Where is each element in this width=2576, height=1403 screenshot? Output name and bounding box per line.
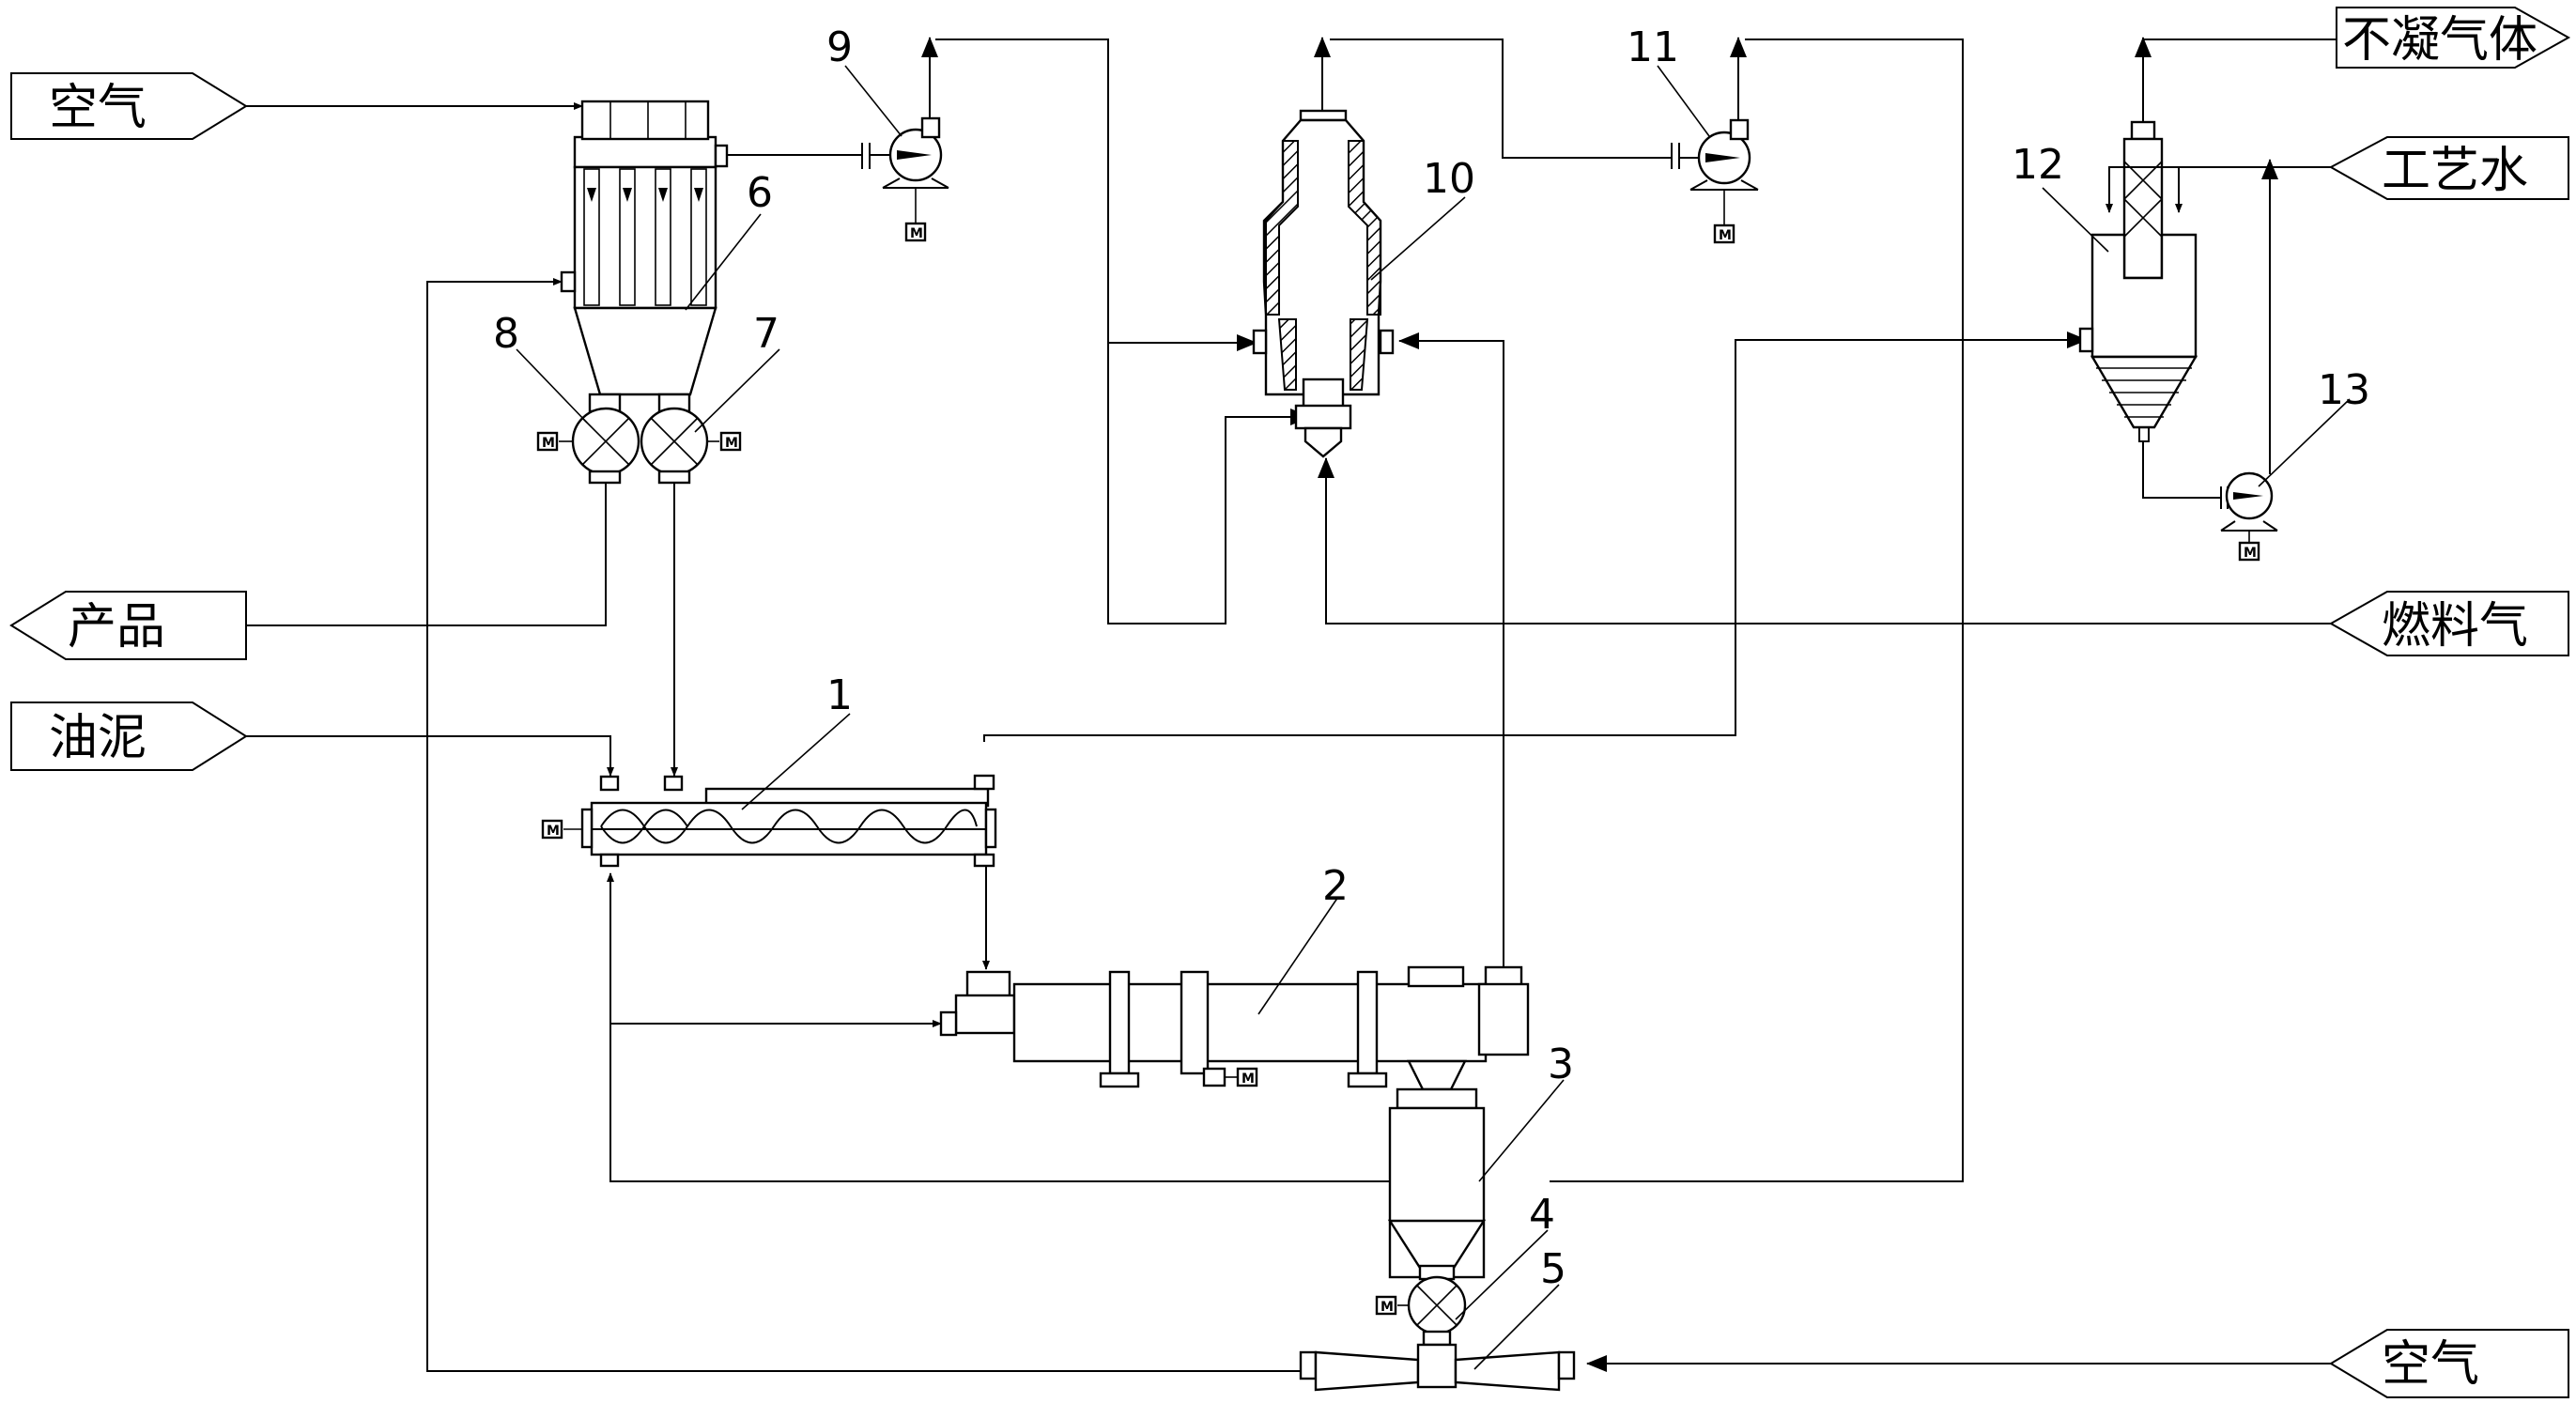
motor-13-icon xyxy=(2238,541,2260,562)
motor-7-icon xyxy=(719,431,742,452)
fan-11: M xyxy=(1671,118,1759,244)
motor-9-icon xyxy=(904,222,927,242)
fan-9: M xyxy=(861,116,949,242)
motor-1-icon xyxy=(541,819,563,840)
label-1: 1 xyxy=(826,671,853,719)
label-3: 3 xyxy=(1548,1041,1574,1088)
tag-air-in-top-label: 空气 xyxy=(49,80,147,136)
tag-air-in-top: 空气 xyxy=(10,72,248,140)
motor-7-label: M xyxy=(725,436,738,451)
tag-process-water: 工艺水 xyxy=(2328,136,2569,200)
motor-2-icon xyxy=(1236,1067,1258,1087)
incinerator-10 xyxy=(1252,109,1395,458)
ejector-5 xyxy=(1299,1343,1576,1392)
label-9: 9 xyxy=(826,23,853,71)
tag-noncondensable-gas-label: 不凝气体 xyxy=(2342,12,2537,69)
motor-4-label: M xyxy=(1381,1300,1394,1315)
number-labels: 1 2 3 4 5 6 7 8 9 10 11 12 13 xyxy=(493,23,2370,1370)
tag-oil-sludge: 油泥 xyxy=(10,702,248,771)
tag-oil-sludge-label: 油泥 xyxy=(49,710,147,766)
motor-11-icon xyxy=(1713,224,1735,244)
motor-8-icon xyxy=(536,431,559,452)
tag-product: 产品 xyxy=(9,591,247,660)
cyclone-3 xyxy=(1387,1087,1487,1281)
motor-13-label: M xyxy=(2244,546,2257,561)
motor-2-label: M xyxy=(1242,1072,1255,1087)
label-5: 5 xyxy=(1540,1245,1566,1293)
label-13: 13 xyxy=(2318,366,2370,414)
scrubber-12 xyxy=(2078,120,2198,442)
tag-process-water-label: 工艺水 xyxy=(2382,143,2528,199)
motor-9-label: M xyxy=(910,226,923,241)
tag-product-label: 产品 xyxy=(68,599,165,655)
piping xyxy=(246,37,2337,1372)
rotary-kiln-2: M xyxy=(939,965,1530,1091)
bag-filter-6 xyxy=(560,100,729,396)
label-8: 8 xyxy=(493,310,519,358)
tag-fuel-gas-label: 燃料气 xyxy=(2382,598,2528,655)
label-2: 2 xyxy=(1322,862,1349,910)
motor-11-label: M xyxy=(1719,228,1732,243)
filter-bags xyxy=(583,168,707,306)
tag-noncondensable-gas: 不凝气体 xyxy=(2336,7,2571,69)
label-12: 12 xyxy=(2012,141,2064,189)
pump-13: M xyxy=(2220,471,2278,562)
tag-fuel-gas: 燃料气 xyxy=(2328,591,2569,656)
label-7: 7 xyxy=(753,310,779,358)
motor-1-label: M xyxy=(547,824,560,839)
screw-conveyor-1: M xyxy=(541,774,997,868)
rotary-valve-4: M xyxy=(1375,1275,1467,1347)
rotary-valve-7: M xyxy=(640,393,742,485)
tag-air-in-bottom-label: 空气 xyxy=(2382,1336,2479,1393)
label-10: 10 xyxy=(1423,155,1475,203)
motor-4-icon xyxy=(1375,1295,1397,1316)
motor-8-label: M xyxy=(542,436,555,451)
label-11: 11 xyxy=(1627,23,1679,71)
label-6: 6 xyxy=(747,169,773,217)
tag-air-in-bottom: 空气 xyxy=(2329,1329,2569,1398)
label-4: 4 xyxy=(1529,1191,1555,1239)
rotary-valve-8: M xyxy=(536,393,640,485)
